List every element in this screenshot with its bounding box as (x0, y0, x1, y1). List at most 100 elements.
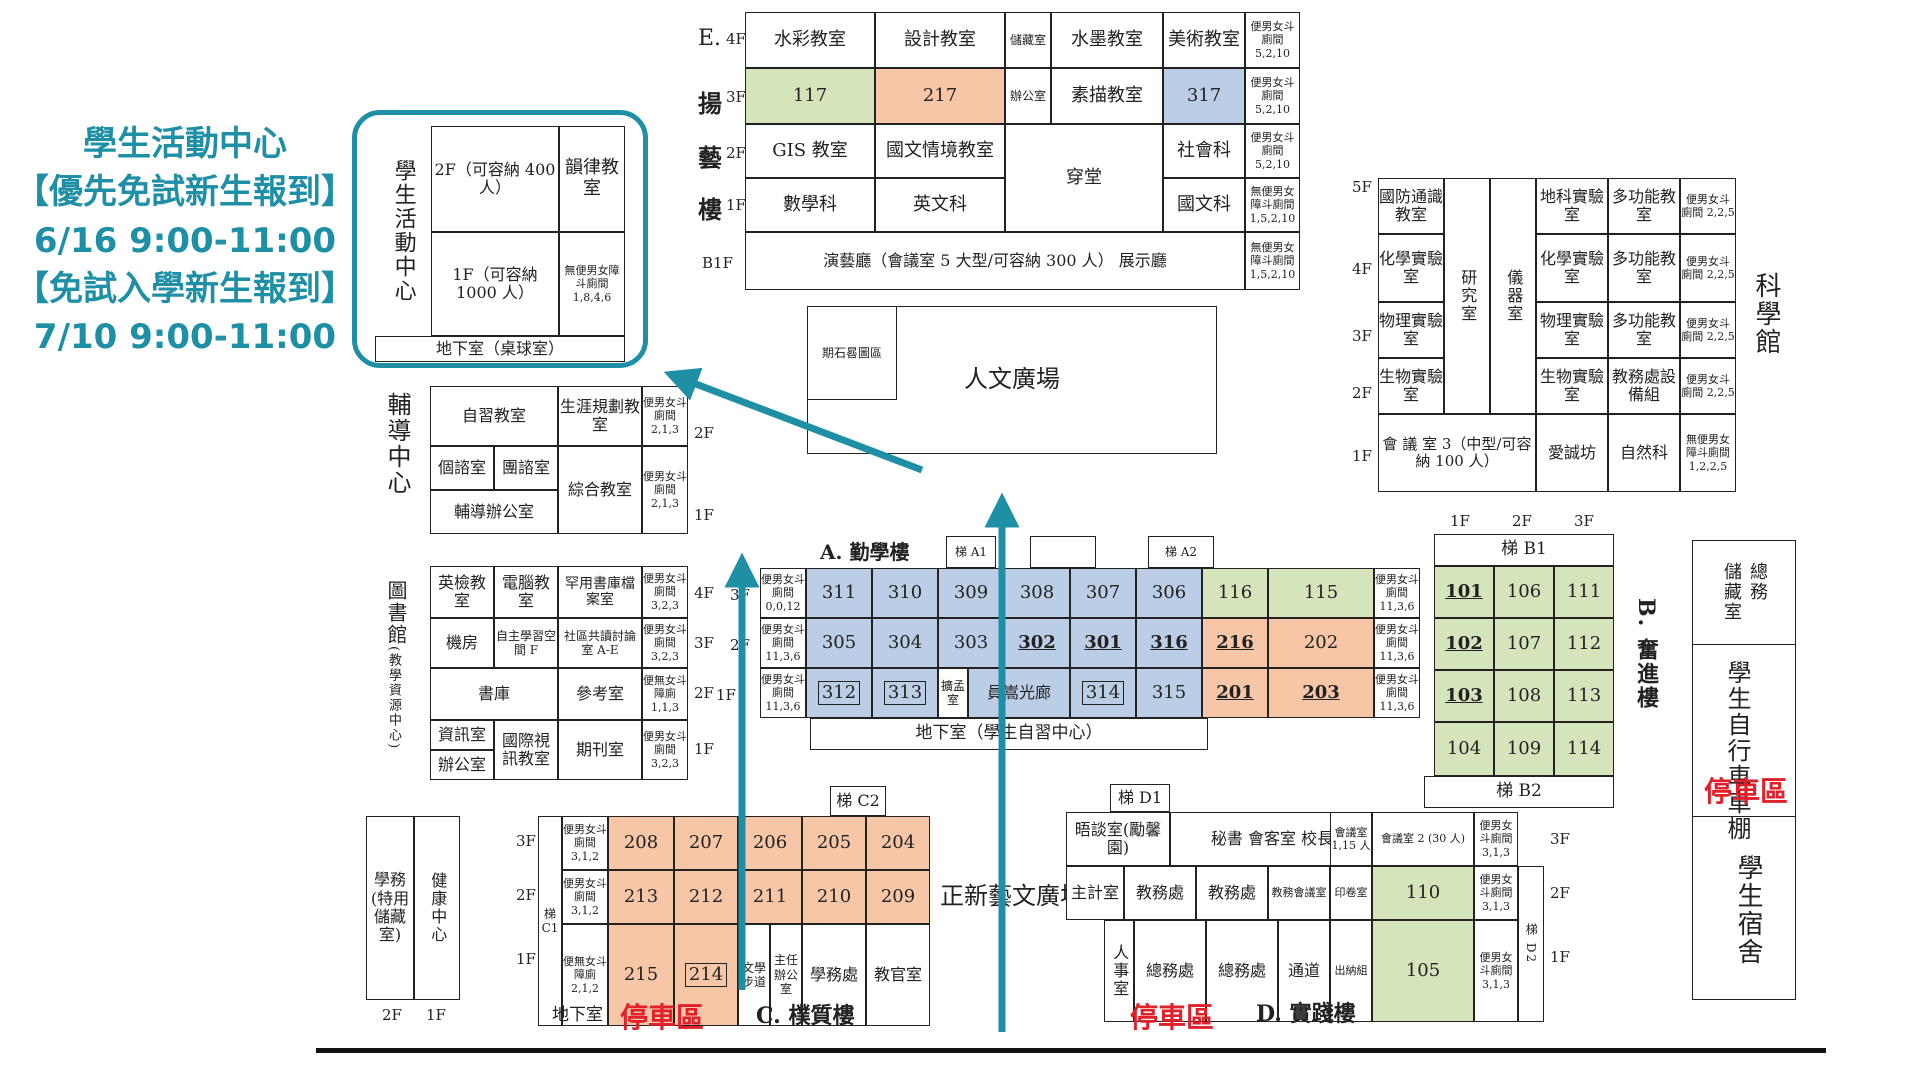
c2-room-4: 210 (802, 870, 866, 924)
storage-room: 儲藏室 (1721, 562, 1742, 622)
e-floor-2f: 2F (726, 144, 746, 162)
b-r1-c1-label: 101 (1445, 580, 1483, 602)
a1-room-5: 314 (1070, 668, 1136, 718)
stair-d2: 梯 D2 (1518, 866, 1544, 1022)
sci-restroom-2: 便男女斗廁間 2,2,5 (1680, 234, 1736, 302)
e-corridor: 穿堂 (1005, 124, 1163, 232)
sci-mid-3: 物理實驗室 (1536, 302, 1608, 358)
b-r3-c3: 113 (1554, 670, 1614, 722)
lib-1f-1: 資訊室 (430, 720, 494, 750)
c-floor-1f: 1F (516, 950, 536, 968)
individual-counseling: 個諮室 (430, 446, 494, 490)
notice-line-4: 【免試入學新生報到】 (15, 268, 355, 309)
activity-center-highlight[interactable] (352, 110, 648, 368)
e-b1-hall: 演藝廳（會議室 5 大型/可容納 300 人） 展示廳 (745, 232, 1245, 290)
c-floor-3f: 3F (516, 832, 536, 850)
e1-room-2: 英文科 (875, 178, 1005, 232)
c3-room-1: 208 (608, 816, 674, 870)
meeting-room-3: 會 議 室 3（中型/可容納 100 人） (1378, 414, 1536, 492)
lib-2f-2: 參考室 (558, 668, 642, 720)
b-r1-c2: 106 (1494, 566, 1554, 618)
e4-room-3: 儲藏室 (1005, 12, 1051, 68)
a1-room-1: 312 (806, 668, 872, 718)
c-building: 梯 C2 3F 2F 1F 梯 C1 便男女斗廁間 3,1,2 便男女斗廁間 3… (510, 786, 936, 1036)
activity-center-2f: 2F（可容納 400 人） (431, 126, 559, 232)
sci-floor-1f: 1F (1352, 447, 1372, 465)
e-building-name-yang: 揚 (698, 89, 722, 118)
e2-restroom: 便男女斗廁間 5,2,10 (1245, 124, 1300, 178)
health-floor-2f: 2F (382, 1006, 402, 1024)
b-r4-c3: 114 (1554, 722, 1614, 776)
lib-1f-office: 辦公室 (430, 750, 494, 780)
a3-room-2: 310 (872, 568, 938, 618)
humanities-plaza-label: 人文廣場 (964, 365, 1060, 394)
right-divider-2 (1692, 816, 1796, 817)
d2-restroom: 便男女斗廁間 3,1,3 (1474, 866, 1518, 920)
a3-room-3: 309 (938, 568, 1004, 618)
a1-room-7: 201 (1202, 668, 1268, 718)
counseling-floor-2f: 2F (694, 424, 714, 442)
c2-restroom: 便男女斗廁間 3,1,2 (562, 870, 608, 924)
a2-room-8: 202 (1268, 618, 1374, 668)
e3-room-3: 辦公室 (1005, 68, 1051, 124)
d3-restroom: 便男女斗廁間 3,1,3 (1474, 812, 1518, 866)
nature-dept: 自然科 (1608, 414, 1680, 492)
notice-line-2: 【優先免試新生報到】 (15, 172, 355, 213)
c2-room-1: 213 (608, 870, 674, 924)
counseling-floor-1f: 1F (694, 506, 714, 524)
parking-area-d: 停車區 (1130, 1001, 1215, 1034)
sci-floor-3f: 3F (1352, 327, 1372, 345)
e1-restroom: 無便男女障斗廁間 1,5,2,10 (1245, 178, 1300, 232)
a2-room-6: 316 (1136, 618, 1202, 668)
a3-restroom-r: 便男女斗廁間 11,3,6 (1374, 568, 1420, 618)
e-building: E. 揚 藝 樓 4F 3F 2F 1F B1F 水彩教室 設計教室 儲藏室 水… (680, 10, 1320, 300)
a2-room-2: 304 (872, 618, 938, 668)
d1-room-2: 總務處 (1134, 920, 1206, 1022)
b-r3-c1-label: 103 (1445, 684, 1483, 706)
cashier-office: 出納組 (1330, 920, 1372, 1022)
d3-room-4: 會議室 2 (30 人) (1372, 812, 1474, 866)
activity-center[interactable]: 學生活動中心 2F（可容納 400 人） 韻律教室 1F（可容納 1000 人）… (375, 126, 625, 362)
b-building: 1F 2F 3F 梯 B1 101 106 111 102 107 112 10… (1424, 512, 1694, 812)
a1-room-1-label: 312 (817, 680, 861, 706)
a1-room-8-label: 203 (1302, 681, 1340, 703)
sci-floor-2f: 2F (1352, 384, 1372, 402)
e4-room-5: 美術教室 (1163, 12, 1245, 68)
sci-restroom-4: 便男女斗廁間 2,2,5 (1680, 358, 1736, 414)
c2-room-3: 211 (738, 870, 802, 924)
e-b1-restroom: 無便男女障斗廁間 1,5,2,10 (1245, 232, 1300, 290)
registration-notice: 學生活動中心 【優先免試新生報到】 6/16 9:00-11:00 【免試入學新… (0, 120, 370, 361)
student-affairs-storage: 學務(特用儲藏室) (366, 816, 414, 1000)
activity-center-basement: 地下室（桌球室） (375, 336, 625, 362)
c1-room-2: 214 (674, 924, 738, 1026)
e-floor-4f: 4F (726, 30, 746, 48)
bicycle-shed: 學生自行車車棚 (1723, 660, 1751, 842)
stair-a-middle (1030, 536, 1096, 568)
c2-room-2: 212 (674, 870, 738, 924)
right-divider-1 (1692, 644, 1796, 645)
a3-room-6: 306 (1136, 568, 1202, 618)
activity-center-1f: 1F（可容納 1000 人） (431, 232, 559, 336)
military-office: 教官室 (866, 924, 930, 1026)
stair-a2: 梯 A2 (1148, 536, 1214, 568)
a3-room-5: 307 (1070, 568, 1136, 618)
a2-room-3: 303 (938, 618, 1004, 668)
library-name: 圖書館 (384, 580, 408, 646)
sci-mid-1: 地科實驗室 (1536, 178, 1608, 234)
lib-floor-4f: 4F (694, 584, 714, 602)
lib-3f-1: 機房 (430, 618, 494, 668)
sci-floor-4f: 4F (1352, 260, 1372, 278)
c-building-name: C. 樸質樓 (756, 1003, 855, 1029)
e3-room-5: 317 (1163, 68, 1245, 124)
b-r1-c3: 111 (1554, 566, 1614, 618)
general-affairs: 總務 (1747, 562, 1768, 602)
c3-room-4: 205 (802, 816, 866, 870)
lib-3f-2: 自主學習空間 F (494, 618, 558, 668)
lib-1f-2: 國際視訊教室 (494, 720, 558, 780)
stair-b2: 梯 B2 (1424, 776, 1614, 808)
c1-restroom: 便無女斗障廁 2,1,2 (562, 924, 608, 1026)
e4-room-2: 設計教室 (875, 12, 1005, 68)
d1-restroom: 便男女斗廁間 3,1,3 (1474, 920, 1518, 1022)
d2-room-6: 110 (1372, 866, 1474, 920)
self-study-room: 自習教室 (430, 386, 558, 446)
